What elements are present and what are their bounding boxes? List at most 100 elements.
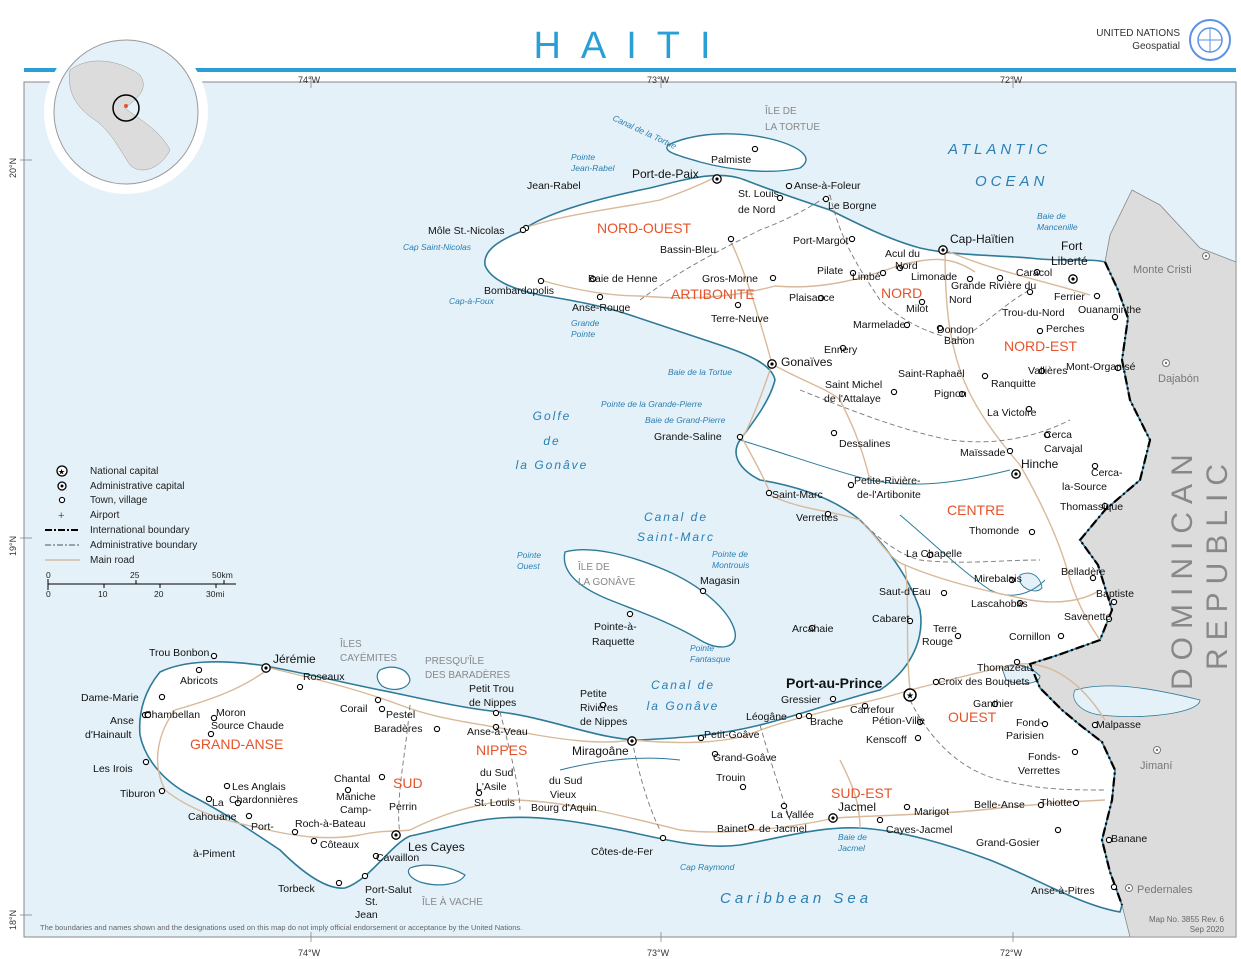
place-label-abricots: Abricots [180, 675, 218, 687]
town-icon [776, 194, 784, 202]
town-icon [1028, 528, 1036, 536]
place-label-maissade: Maïssade [960, 447, 1006, 459]
town-icon [1105, 615, 1113, 623]
place-label-corail: Corail [340, 703, 367, 715]
department-label: SUD [393, 775, 423, 791]
town-icon [433, 725, 441, 733]
water-label: Pointe de la Grande-Pierre [601, 399, 702, 409]
town-icon [223, 782, 231, 790]
town-icon [808, 624, 816, 632]
place-label-carvajal: Carvajal [1044, 443, 1083, 455]
place-label-source-chaude: Source Chaude [211, 720, 284, 732]
admin-capital-icon [1068, 274, 1078, 284]
town-icon [344, 786, 352, 794]
admin-capital-icon [828, 813, 838, 823]
place-label-camp: Camp- [340, 804, 372, 816]
town-icon [739, 783, 747, 791]
water-label: Ouest [517, 561, 540, 571]
haiti-mainland [138, 174, 1151, 913]
place-label-carrefour: Carrefour [850, 704, 895, 716]
place-label-bainet: Bainet [717, 823, 747, 835]
admin-capital-icon [627, 736, 637, 746]
town-icon [378, 705, 386, 713]
town-icon [830, 429, 838, 437]
place-label-fonds: Fonds- [1028, 751, 1061, 763]
island-label: LA TORTUE [765, 122, 820, 133]
place-label-la-vallee: La Vallée [771, 809, 814, 821]
place-label-trouin: Trouin [716, 772, 746, 784]
org-subname: Geospatial [1132, 41, 1180, 52]
town-icon [492, 723, 500, 731]
place-label-caracol: Caracol [1016, 267, 1052, 279]
island-label: DES BARADÈRES [425, 668, 510, 681]
place-label-milot: Milot [906, 303, 928, 315]
place-label-baie-de-henne: Baie de Henne [588, 273, 658, 285]
place-label-miragoane: Miragoâne [572, 744, 629, 758]
place-label-de-l-attalaye: de l'Attalaye [824, 393, 881, 405]
place-label-jacmel: Jacmel [838, 800, 876, 814]
town-icon [1110, 883, 1118, 891]
water-label: Montrouis [712, 560, 750, 570]
place-label-perches: Perches [1046, 323, 1085, 335]
place-label-la-chapelle: La Chapelle [906, 548, 962, 560]
scale-mi-label: 30mi [206, 589, 225, 599]
place-label-savenette: Savenette [1064, 611, 1111, 623]
place-label-arcahaie: Arcahaie [792, 623, 834, 635]
place-label-grande-riviere-du: Grande Rivière du [951, 280, 1036, 292]
place-label-hinche: Hinche [1021, 457, 1059, 471]
town-icon [795, 712, 803, 720]
place-label-cap-haitien: Cap-Haïtien [950, 232, 1014, 246]
department-label: ARTIBONITE [671, 286, 755, 302]
water-label: Baie de [838, 832, 867, 842]
place-label-l-asile: L'Asile [476, 781, 507, 793]
place-label-malpasse: Malpasse [1096, 719, 1141, 731]
place-label-de-l-artibonite: de-l'Artibonite [857, 489, 921, 501]
town-icon [876, 816, 884, 824]
water-label: Pointe [571, 329, 595, 339]
lon-label: 74°W [298, 948, 321, 958]
lon-label: 74°W [298, 75, 321, 85]
town-icon [374, 696, 382, 704]
town-icon [1101, 502, 1109, 510]
town-icon [699, 587, 707, 595]
place-label-petion-ville: Pétion-Ville [872, 715, 925, 727]
scale-mi-label: 20 [154, 589, 164, 599]
water-label: Saint-Marc [637, 530, 715, 544]
town-icon [1016, 599, 1024, 607]
place-label-anse-a-pitres: Anse-à-Pitres [1031, 885, 1095, 897]
town-icon [966, 275, 974, 283]
place-label-port-salut: Port-Salut [365, 884, 412, 896]
town-icon [245, 812, 253, 820]
place-label-pilate: Pilate [817, 265, 843, 277]
place-label-ganthier: Ganthier [973, 698, 1014, 710]
department-label: NIPPES [476, 742, 527, 758]
place-label-gressier: Gressier [781, 694, 821, 706]
town-icon [372, 852, 380, 860]
place-label-limbe: Limbé [852, 271, 881, 283]
town-icon [1091, 462, 1099, 470]
place-label-coteaux: Côteaux [320, 839, 360, 851]
place-label-croix-des-bouquets: Croix des Bouquets [938, 676, 1030, 688]
graticule-ticks [20, 76, 1014, 942]
town-icon [991, 700, 999, 708]
place-label-port-au-prince: Port-au-Prince [786, 675, 883, 691]
town-icon [1036, 327, 1044, 335]
water-label: Baie de Grand-Pierre [645, 415, 726, 425]
admin-capital-icon [767, 359, 777, 369]
place-label-la-source: la-Source [1062, 481, 1107, 493]
town-icon [142, 758, 150, 766]
place-label-ranquitte: Ranquitte [991, 378, 1036, 390]
admin-capital-icon [1011, 469, 1021, 479]
town-icon [747, 823, 755, 831]
place-label-cahouane: Cahouane [188, 811, 237, 823]
island-label: ÎLE DE [764, 104, 797, 117]
town-icon [896, 264, 904, 272]
place-label-a-piment: à-Piment [193, 848, 235, 860]
admin-capital-icon [391, 830, 401, 840]
lat-label: 18°N [8, 910, 18, 930]
main-roads [157, 174, 1106, 839]
place-label-cotes-de-fer: Côtes-de-Fer [591, 846, 653, 858]
water-label: Jean-Rabel [570, 163, 616, 173]
town-icon [903, 803, 911, 811]
